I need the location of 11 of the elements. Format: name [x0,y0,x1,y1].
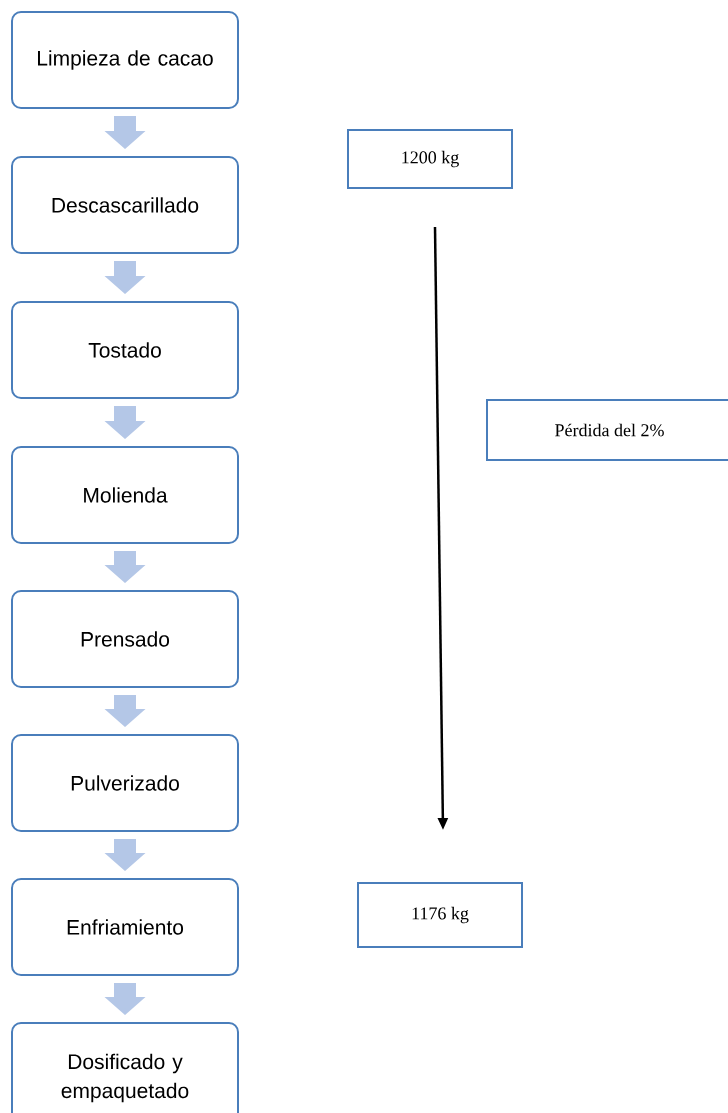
process-box: Prensado [11,590,239,688]
process-box: Dosificado y empaquetado [11,1022,239,1113]
process-box: Molienda [11,446,239,544]
value-box: 1200 kg [347,129,513,189]
process-box: Tostado [11,301,239,399]
process-box: Descascarillado [11,156,239,254]
process-box: Limpieza de cacao [11,11,239,109]
process-box: Pulverizado [11,734,239,832]
value-box: Pérdida del 2% [486,399,728,461]
process-box: Enfriamiento [11,878,239,976]
value-box: 1176 kg [357,882,523,948]
